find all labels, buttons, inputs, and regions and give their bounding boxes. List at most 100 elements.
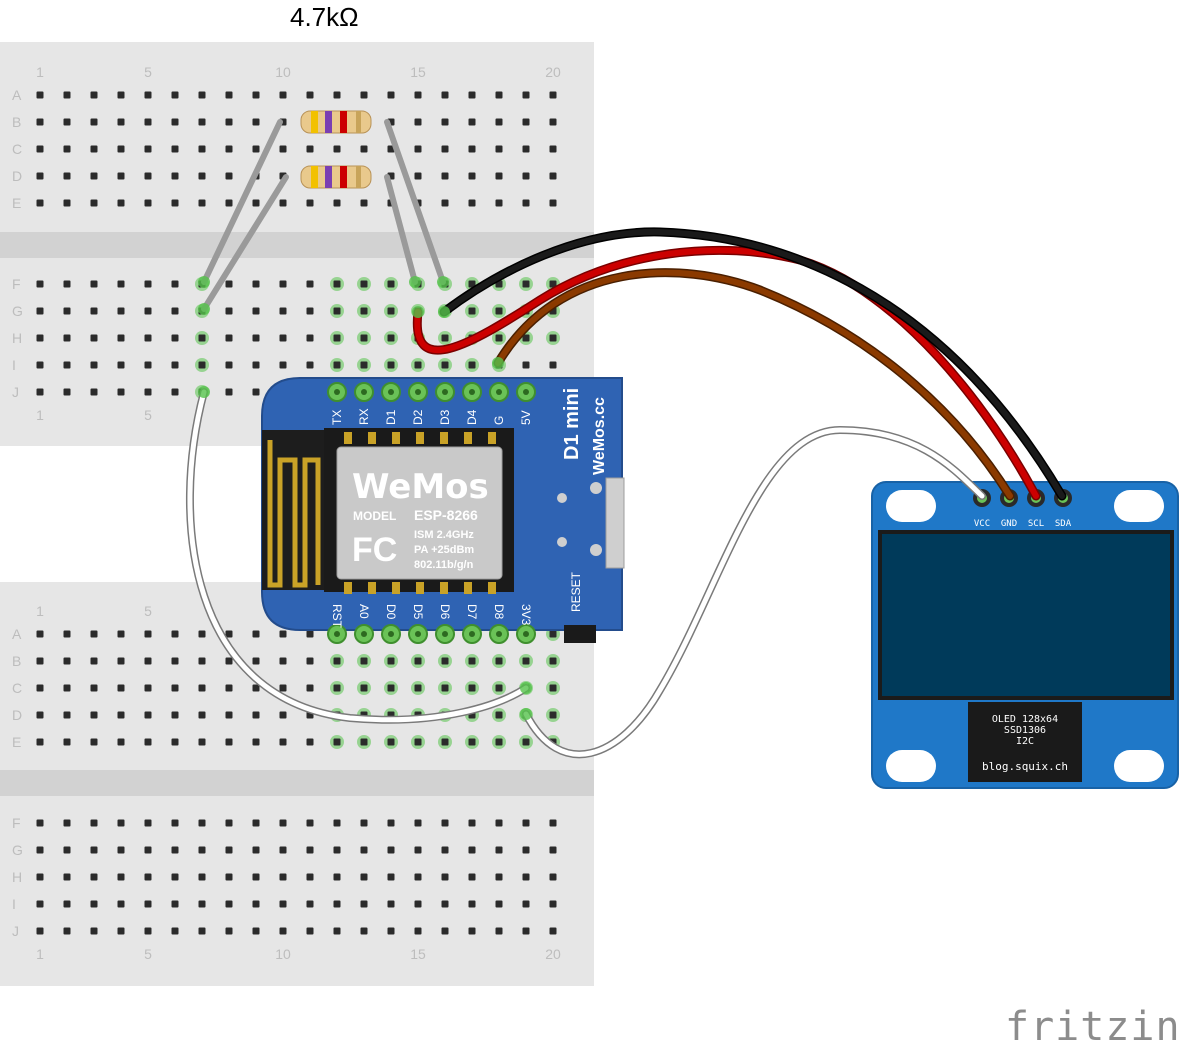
breadboard-hole[interactable] <box>117 630 125 638</box>
breadboard-hole[interactable] <box>414 738 422 746</box>
breadboard-hole[interactable] <box>522 118 530 126</box>
breadboard-hole[interactable] <box>117 388 125 396</box>
breadboard-hole[interactable] <box>333 657 341 665</box>
breadboard-hole[interactable] <box>360 657 368 665</box>
breadboard-hole[interactable] <box>495 657 503 665</box>
breadboard-hole[interactable] <box>333 307 341 315</box>
breadboard-hole[interactable] <box>279 873 287 881</box>
breadboard-hole[interactable] <box>117 334 125 342</box>
breadboard-hole[interactable] <box>333 91 341 99</box>
breadboard-hole[interactable] <box>252 388 260 396</box>
breadboard-hole[interactable] <box>171 711 179 719</box>
breadboard-hole[interactable] <box>468 846 476 854</box>
breadboard-hole[interactable] <box>171 388 179 396</box>
breadboard-hole[interactable] <box>441 91 449 99</box>
breadboard-hole[interactable] <box>117 145 125 153</box>
breadboard-hole[interactable] <box>171 118 179 126</box>
breadboard-hole[interactable] <box>117 280 125 288</box>
breadboard-hole[interactable] <box>252 819 260 827</box>
breadboard-hole[interactable] <box>198 361 206 369</box>
breadboard-hole[interactable] <box>522 334 530 342</box>
breadboard-hole[interactable] <box>306 145 314 153</box>
breadboard-hole[interactable] <box>549 172 557 180</box>
breadboard-hole[interactable] <box>333 900 341 908</box>
breadboard-hole[interactable] <box>225 91 233 99</box>
breadboard-hole[interactable] <box>306 900 314 908</box>
breadboard-hole[interactable] <box>414 819 422 827</box>
breadboard-hole[interactable] <box>225 280 233 288</box>
breadboard-hole[interactable] <box>36 361 44 369</box>
breadboard-hole[interactable] <box>441 927 449 935</box>
breadboard-hole[interactable] <box>279 630 287 638</box>
breadboard-hole[interactable] <box>117 900 125 908</box>
breadboard-hole[interactable] <box>522 172 530 180</box>
breadboard-hole[interactable] <box>333 927 341 935</box>
breadboard-hole[interactable] <box>495 334 503 342</box>
breadboard-hole[interactable] <box>360 819 368 827</box>
breadboard-hole[interactable] <box>36 873 44 881</box>
breadboard-hole[interactable] <box>522 819 530 827</box>
breadboard-hole[interactable] <box>63 199 71 207</box>
breadboard-hole[interactable] <box>252 307 260 315</box>
breadboard-hole[interactable] <box>333 846 341 854</box>
breadboard-hole[interactable] <box>549 657 557 665</box>
breadboard-hole[interactable] <box>360 927 368 935</box>
breadboard-hole[interactable] <box>468 172 476 180</box>
breadboard-hole[interactable] <box>414 927 422 935</box>
breadboard-hole[interactable] <box>414 846 422 854</box>
breadboard-hole[interactable] <box>171 145 179 153</box>
breadboard-hole[interactable] <box>306 630 314 638</box>
breadboard-hole[interactable] <box>252 900 260 908</box>
breadboard-hole[interactable] <box>198 738 206 746</box>
breadboard-hole[interactable] <box>441 819 449 827</box>
breadboard-hole[interactable] <box>549 900 557 908</box>
breadboard-hole[interactable] <box>117 172 125 180</box>
breadboard-hole[interactable] <box>279 684 287 692</box>
breadboard-hole[interactable] <box>225 334 233 342</box>
breadboard-hole[interactable] <box>306 199 314 207</box>
breadboard-hole[interactable] <box>306 846 314 854</box>
breadboard-hole[interactable] <box>468 91 476 99</box>
breadboard-hole[interactable] <box>387 873 395 881</box>
breadboard-hole[interactable] <box>495 927 503 935</box>
breadboard-hole[interactable] <box>117 873 125 881</box>
breadboard-hole[interactable] <box>90 307 98 315</box>
breadboard-hole[interactable] <box>117 91 125 99</box>
breadboard-hole[interactable] <box>441 684 449 692</box>
breadboard-hole[interactable] <box>117 819 125 827</box>
breadboard-hole[interactable] <box>414 684 422 692</box>
breadboard-hole[interactable] <box>171 819 179 827</box>
breadboard-hole[interactable] <box>63 280 71 288</box>
breadboard-hole[interactable] <box>495 199 503 207</box>
breadboard-hole[interactable] <box>171 900 179 908</box>
breadboard-hole[interactable] <box>225 388 233 396</box>
breadboard-hole[interactable] <box>333 334 341 342</box>
breadboard-hole[interactable] <box>225 738 233 746</box>
breadboard-hole[interactable] <box>306 334 314 342</box>
breadboard-hole[interactable] <box>63 819 71 827</box>
breadboard-hole[interactable] <box>279 199 287 207</box>
breadboard-hole[interactable] <box>522 846 530 854</box>
breadboard-hole[interactable] <box>117 199 125 207</box>
breadboard-hole[interactable] <box>90 280 98 288</box>
breadboard-hole[interactable] <box>387 334 395 342</box>
breadboard-hole[interactable] <box>549 630 557 638</box>
oled-display-module[interactable] <box>871 481 1179 789</box>
breadboard-hole[interactable] <box>63 927 71 935</box>
breadboard-hole[interactable] <box>63 307 71 315</box>
breadboard-hole[interactable] <box>90 657 98 665</box>
breadboard-hole[interactable] <box>522 900 530 908</box>
breadboard-hole[interactable] <box>495 873 503 881</box>
breadboard-hole[interactable] <box>549 280 557 288</box>
breadboard-hole[interactable] <box>441 846 449 854</box>
breadboard-hole[interactable] <box>252 630 260 638</box>
breadboard-hole[interactable] <box>36 657 44 665</box>
breadboard-hole[interactable] <box>549 846 557 854</box>
breadboard-hole[interactable] <box>198 711 206 719</box>
breadboard-hole[interactable] <box>171 684 179 692</box>
breadboard-hole[interactable] <box>468 927 476 935</box>
breadboard-hole[interactable] <box>171 307 179 315</box>
breadboard-hole[interactable] <box>522 199 530 207</box>
breadboard-hole[interactable] <box>171 334 179 342</box>
breadboard-hole[interactable] <box>90 361 98 369</box>
